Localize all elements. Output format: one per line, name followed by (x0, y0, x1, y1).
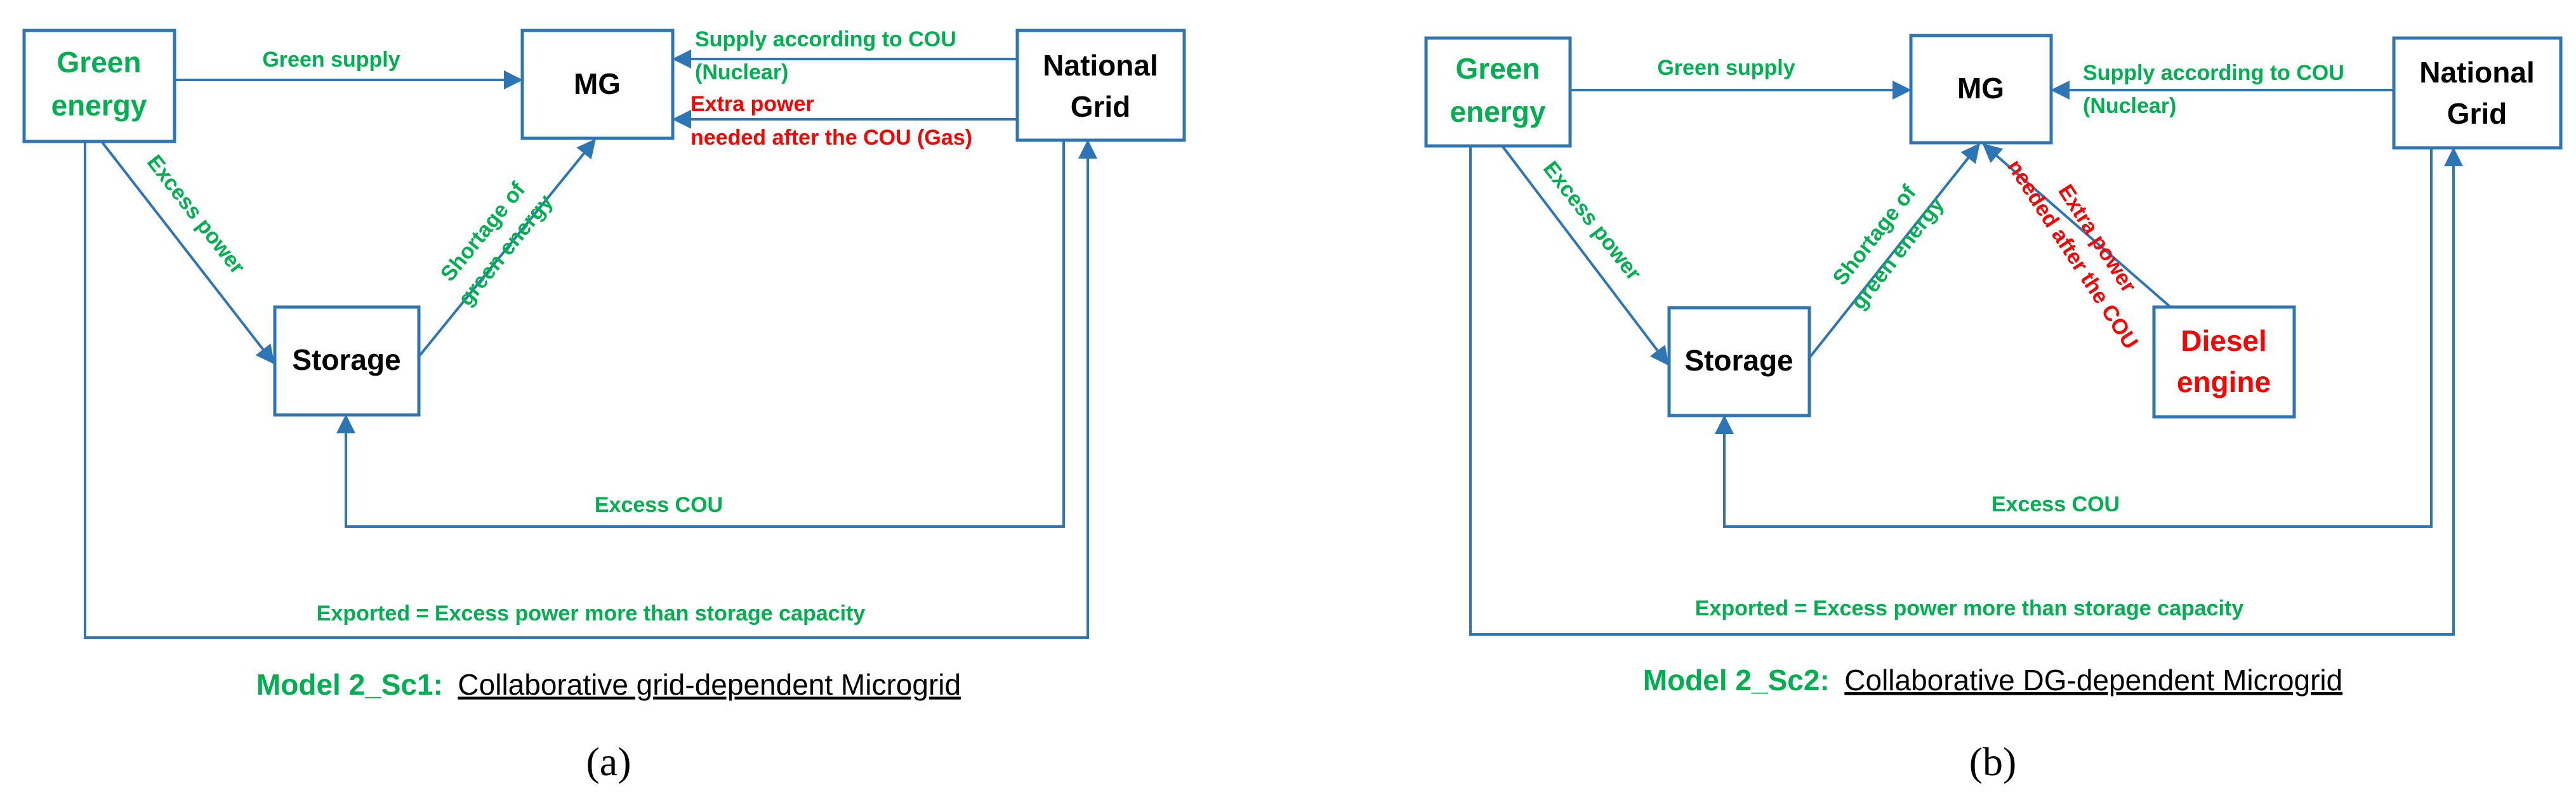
label-exported: Exported = Excess power more than storag… (317, 601, 866, 626)
label-supply-cou-2: (Nuclear) (695, 60, 788, 84)
caption-a-desc: Collaborative grid-dependent Microgrid (458, 668, 961, 701)
green-energy-line1: Green (57, 46, 142, 79)
national-grid-line1: National (2419, 56, 2534, 89)
green-energy-line1: Green (1456, 52, 1540, 85)
arrow-excess-power (1501, 145, 1669, 366)
caption-b: Model 2_Sc2: Collaborative DG-dependent … (1643, 664, 2342, 697)
label-green-supply: Green supply (1657, 56, 1795, 80)
arrow-excess-cou (1715, 148, 2433, 528)
node-diesel-engine: Diesel engine (2152, 305, 2296, 419)
arrow-excess-power (100, 140, 275, 365)
green-energy-line2: energy (1450, 95, 1546, 128)
diesel-engine-line1: Diesel (2181, 324, 2267, 357)
label-exported: Exported = Excess power more than storag… (1695, 596, 2244, 620)
diesel-engine-line2: engine (2177, 365, 2271, 398)
national-grid-line2: Grid (1071, 90, 1131, 123)
caption-b-desc: Collaborative DG-dependent Microgrid (1844, 664, 2342, 697)
node-storage: Storage (1667, 306, 1811, 417)
label-excess-cou: Excess COU (595, 493, 723, 517)
arrow-excess-cou (336, 140, 1065, 528)
label-shortage: Shortage of green energy (1828, 180, 1948, 314)
sublabel-b: (b) (1969, 739, 2017, 784)
node-storage: Storage (273, 305, 421, 417)
caption-b-model: Model 2_Sc2: (1643, 664, 1830, 697)
node-mg: MG (1909, 34, 2053, 145)
arrow-extra-power (1982, 143, 2172, 308)
node-national-grid: National Grid (2392, 36, 2563, 150)
label-supply-cou-1: Supply according to COU (695, 27, 956, 51)
label-extra-power-2: needed after the COU (Gas) (690, 126, 972, 150)
sublabel-a: (a) (586, 739, 631, 784)
national-grid-line2: Grid (2447, 97, 2507, 130)
caption-a: Model 2_Sc1: Collaborative grid-dependen… (256, 668, 961, 701)
label-extra-power-1: Extra power (690, 92, 814, 116)
label-shortage: Shortage of green energy (436, 178, 558, 311)
green-energy-line2: energy (51, 89, 147, 122)
label-supply-cou-1: Supply according to COU (2083, 61, 2344, 85)
label-green-supply: Green supply (262, 48, 400, 72)
arrow-shortage (418, 138, 596, 358)
arrow-exported (1469, 146, 2463, 636)
panel-b: Green energy MG National Grid Storage Di… (1424, 34, 2563, 784)
national-grid-line1: National (1043, 49, 1158, 82)
node-national-grid: National Grid (1015, 29, 1186, 142)
arrow-exported (84, 140, 1097, 639)
mg-label: MG (1957, 72, 2004, 105)
node-mg: MG (520, 29, 675, 140)
label-excess-cou: Excess COU (1991, 492, 2120, 516)
label-extra-power: Extra power needed after the COU (2002, 155, 2143, 353)
storage-label: Storage (292, 343, 400, 376)
node-green-energy: Green energy (1424, 36, 1572, 148)
panel-a: Green energy MG National Grid Storage Gr… (22, 27, 1186, 784)
node-green-energy: Green energy (22, 29, 176, 143)
caption-a-model: Model 2_Sc1: (256, 668, 443, 701)
arrow-shortage (1808, 143, 1980, 359)
label-supply-cou-2: (Nuclear) (2083, 94, 2176, 118)
mg-label: MG (574, 67, 621, 100)
storage-label: Storage (1684, 344, 1793, 377)
